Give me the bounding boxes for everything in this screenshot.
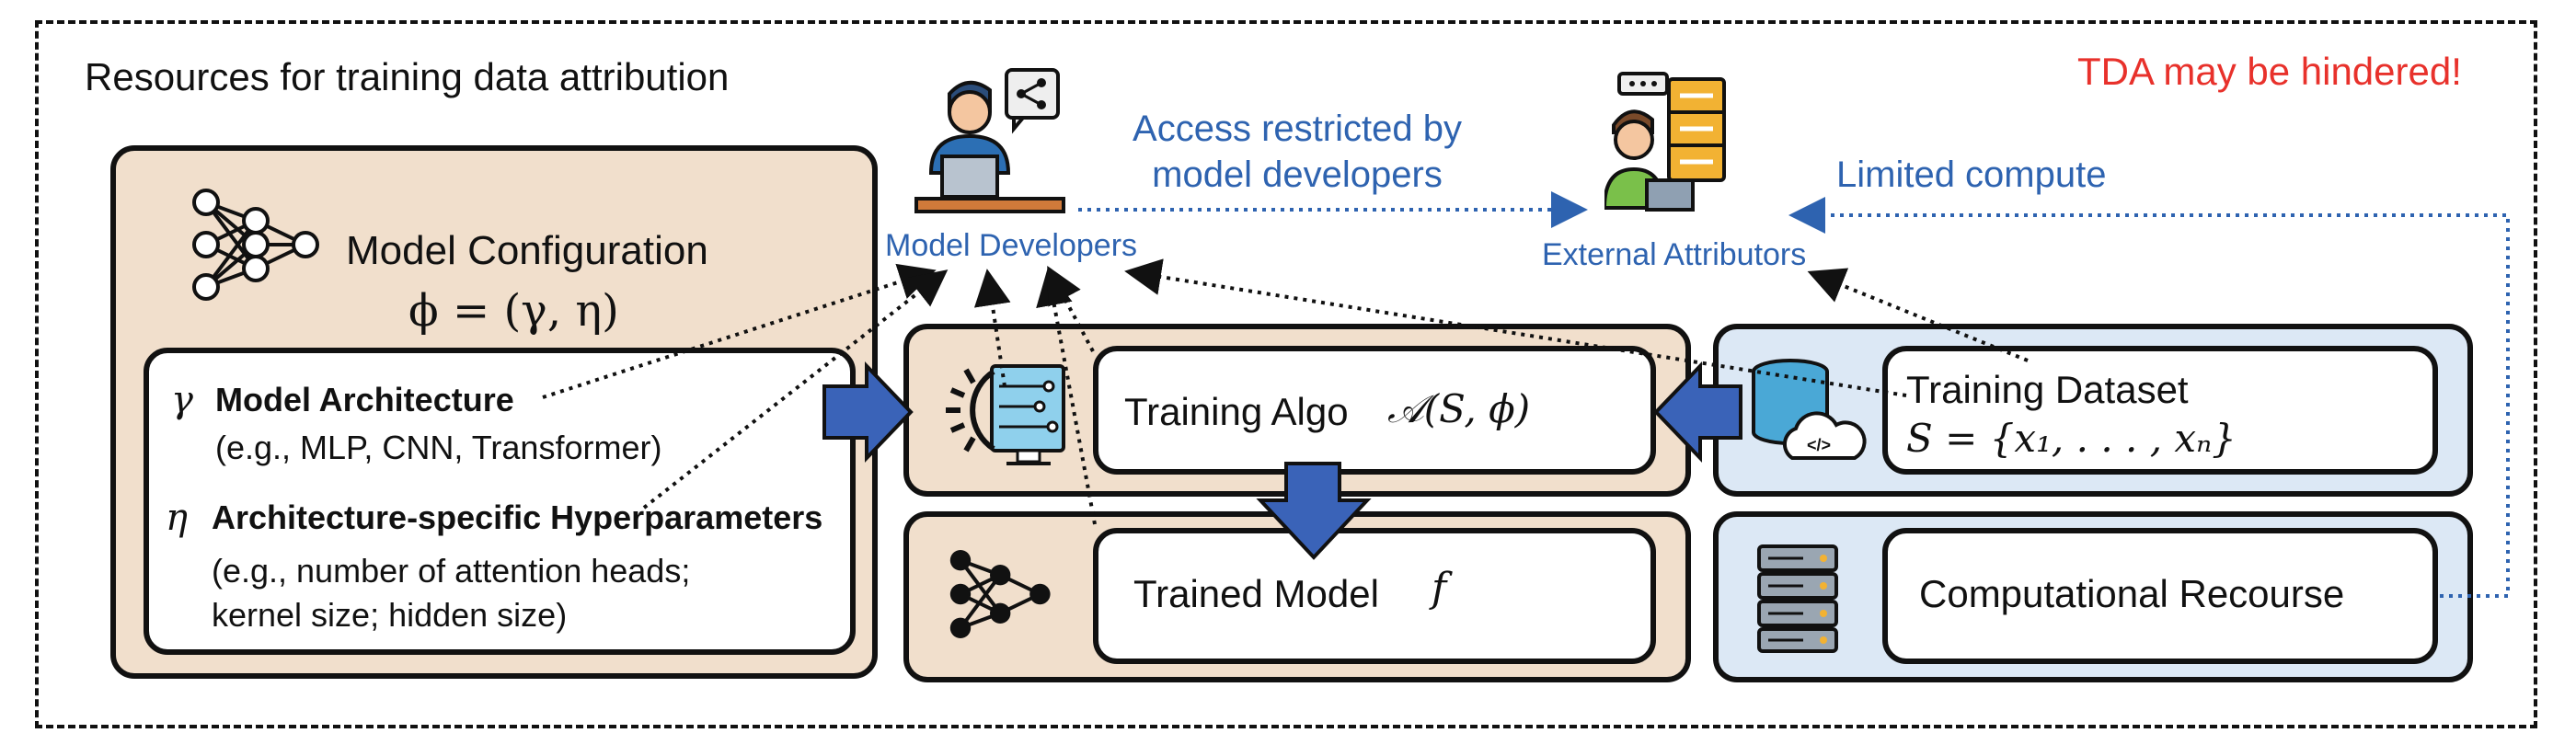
- hyper-examples-line2: kernel size; hidden size): [212, 596, 568, 634]
- hyper-label: Architecture-specific Hyperparameters: [212, 498, 823, 536]
- arrow-config-to-algo: [822, 361, 914, 463]
- person-with-server-icon: [1604, 72, 1726, 212]
- architecture-symbol: γ: [171, 379, 193, 421]
- link-model-to-developers: [1036, 269, 1097, 525]
- neural-network-icon: [949, 550, 1051, 638]
- hyper-examples-line1: (e.g., number of attention heads;: [212, 552, 691, 590]
- warning-text: TDA may be hindered!: [2077, 50, 2462, 93]
- model-config-formula: ϕ = (γ, η): [408, 285, 619, 337]
- compute-box: [1882, 528, 2438, 664]
- training-dataset-formula: S = {x₁, . . . , xₙ}: [1906, 416, 2237, 461]
- compute-label: Computational Recourse: [1919, 572, 2345, 615]
- server-rack-icon: [1757, 544, 1838, 653]
- svg-text:</>: </>: [1807, 436, 1831, 454]
- training-algo-label: Training Algo: [1124, 390, 1349, 433]
- access-restricted-line2: model developers: [1152, 155, 1443, 195]
- link-dataset-to-attributors: [1807, 268, 2029, 362]
- trained-model-label: Trained Model: [1133, 572, 1379, 615]
- limited-compute-link: [1788, 197, 2510, 598]
- trained-model-formula: f: [1432, 565, 1447, 612]
- arrow-algo-to-model: [1256, 462, 1372, 560]
- model-config-details-box: [144, 348, 856, 655]
- access-restricted-line1: Access restricted by: [1133, 109, 1462, 149]
- model-config-title: Model Configuration: [346, 228, 708, 273]
- training-dataset-label: Training Dataset: [1906, 368, 2189, 411]
- architecture-examples: (e.g., MLP, CNN, Transformer): [215, 429, 662, 466]
- outer-frame: [35, 20, 2537, 728]
- limited-compute-text: Limited compute: [1836, 155, 2107, 195]
- link-algo-box-to-developers: [1047, 265, 1095, 352]
- architecture-label: Model Architecture: [215, 381, 514, 418]
- diagram-title: Resources for training data attribution: [85, 55, 730, 98]
- link-hyper-to-developers: [642, 269, 949, 510]
- training-algo-formula: 𝒜(S, ϕ): [1387, 386, 1531, 431]
- neural-network-icon: [192, 189, 319, 301]
- link-dataset-to-developers: [1124, 258, 1907, 397]
- trained-model-box: [1093, 528, 1656, 664]
- developers-label: Model Developers: [885, 228, 1138, 263]
- training-algo-box: [1093, 346, 1656, 475]
- link-algo-to-developers: [973, 269, 1011, 387]
- arrow-dataset-to-algo: [1653, 361, 1742, 463]
- link-architecture-to-developers: [542, 263, 937, 399]
- gear-circuit-monitor-icon: [946, 364, 1065, 465]
- attributors-label: External Attributors: [1542, 237, 1807, 272]
- hyper-symbol: η: [166, 497, 188, 539]
- training-dataset-box: [1882, 346, 2438, 475]
- database-cloud-icon: </>: [1752, 359, 1867, 460]
- developer-at-desk-icon: [914, 68, 1065, 213]
